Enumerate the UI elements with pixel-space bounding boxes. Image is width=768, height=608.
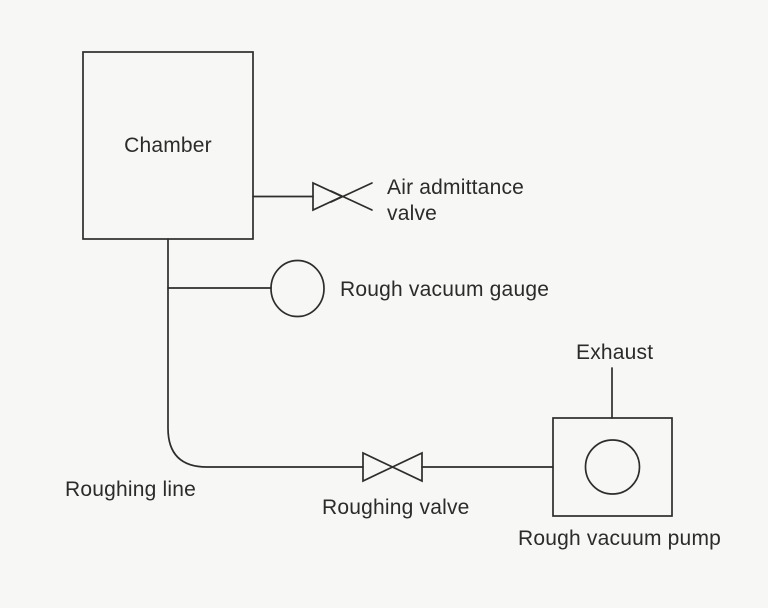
rough-vacuum-pump-label: Rough vacuum pump bbox=[518, 527, 722, 550]
air-admittance-valve-label-line2: valve bbox=[387, 202, 438, 225]
roughing-valve-icon bbox=[362, 451, 423, 483]
roughing-line-pipe bbox=[167, 238, 364, 468]
pump-box bbox=[552, 417, 673, 517]
rough-vacuum-gauge-icon bbox=[270, 259, 325, 318]
roughing-valve-left-triangle bbox=[362, 451, 395, 483]
roughing-valve-label: Roughing valve bbox=[322, 496, 470, 519]
rough-vacuum-pump-icon bbox=[552, 417, 673, 517]
chamber-label: Chamber bbox=[124, 134, 212, 157]
roughing-line-label: Roughing line bbox=[65, 478, 197, 501]
air-admittance-valve-label-line1: Air admittance bbox=[387, 176, 525, 199]
air-admittance-valve-icon bbox=[312, 181, 373, 212]
air-admittance-valve-label: Air admittance valve bbox=[387, 175, 524, 227]
roughing-valve-right-triangle bbox=[390, 451, 423, 483]
rough-vacuum-gauge-label: Rough vacuum gauge bbox=[340, 278, 550, 301]
air-valve-triangle bbox=[312, 181, 345, 212]
pump-rotor-circle bbox=[584, 439, 641, 495]
exhaust-label: Exhaust bbox=[576, 341, 654, 364]
diagram-strokes bbox=[82, 51, 673, 517]
air-valve-lower-open-line bbox=[330, 190, 373, 211]
air-valve-upper-open-line bbox=[330, 182, 373, 203]
